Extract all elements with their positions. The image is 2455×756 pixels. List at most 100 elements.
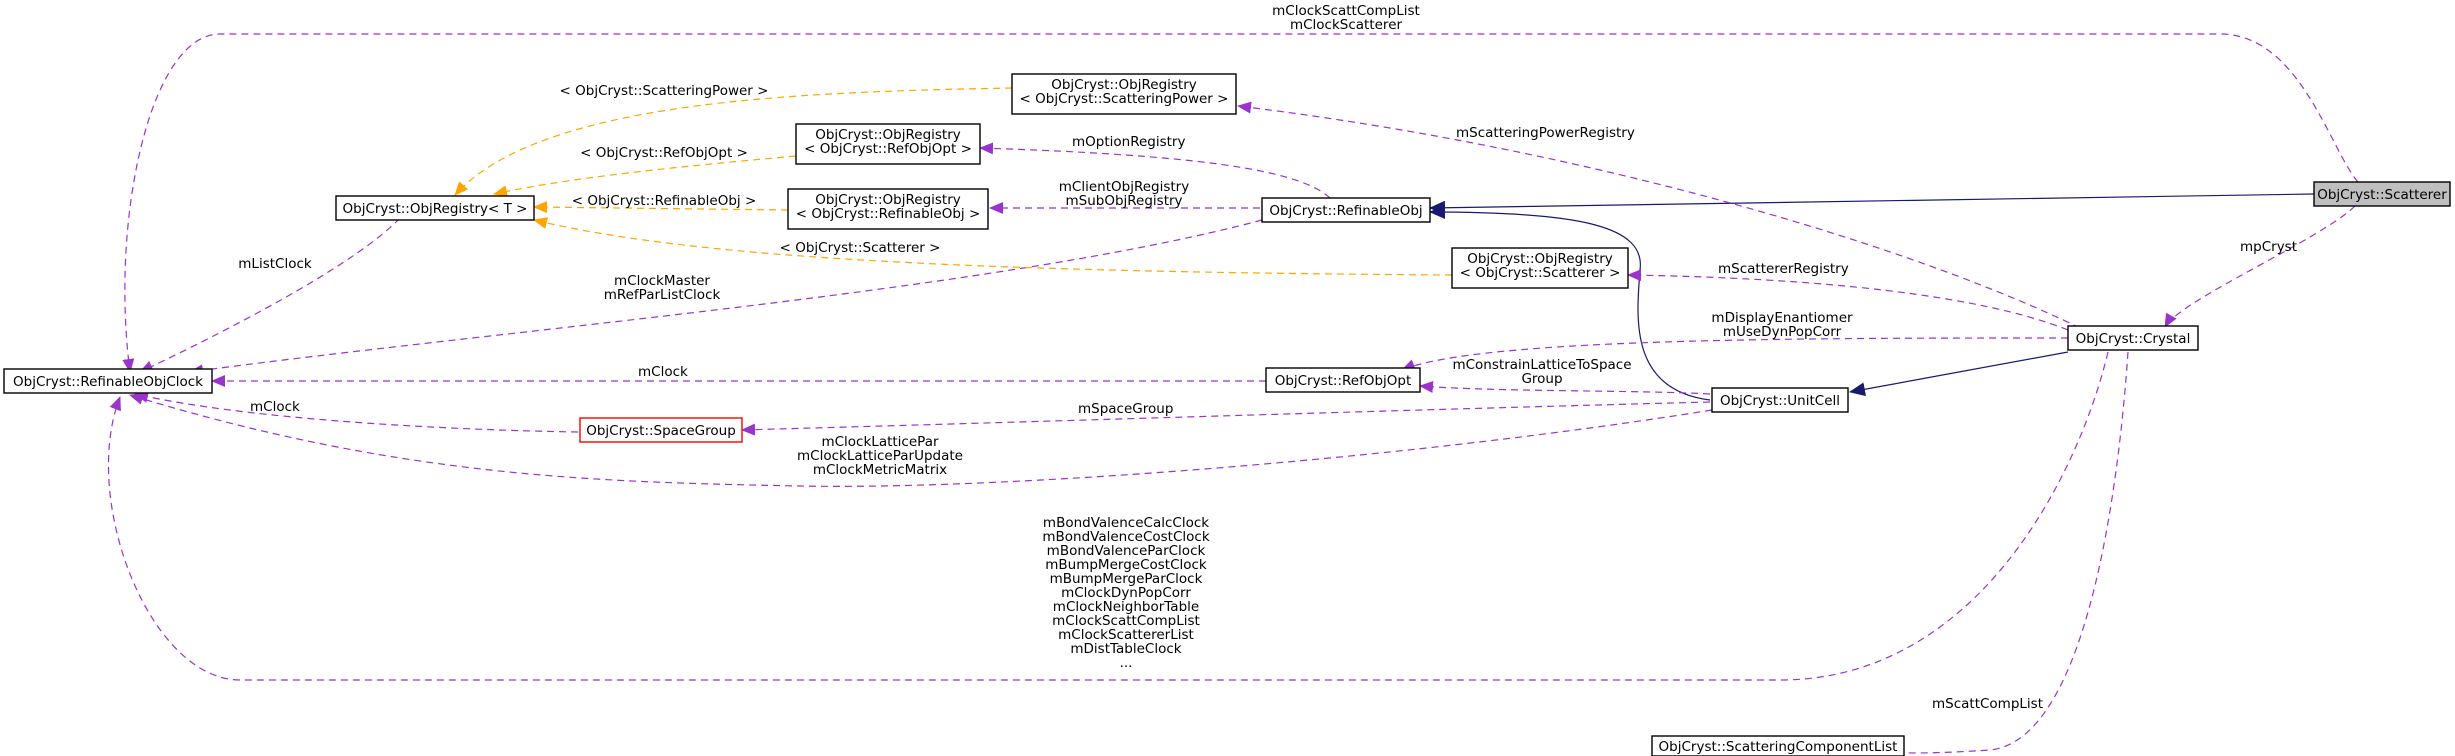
label-space-group-edge: mSpaceGroup [1078,401,1173,417]
bond_valence-line: mBumpMergeCostClock [1045,557,1207,573]
client_obj_registry-line: mClientObjRegistry [1059,179,1189,195]
bond_valence-line: mClockScattererList [1058,627,1194,643]
scattering_power_registry-line: mScatteringPowerRegistry [1456,125,1635,141]
clock_master-line: mClockMaster [614,273,710,289]
node-ref-obj-opt-label: ObjCryst::RefObjOpt [1275,373,1412,389]
label-sg-clock: mClock [250,399,300,415]
node-reg-ref-obj-opt-label: ObjCryst::ObjRegistry< ObjCryst::RefObjO… [804,127,972,157]
node-obj-registry-t[interactable]: ObjCryst::ObjRegistry< T > [335,195,535,221]
display_enantiomer-line: mUseDynPopCorr [1723,324,1842,340]
label-option-registry: mOptionRegistry [1072,134,1185,150]
node-refinable-obj[interactable]: ObjCryst::RefinableObj [1261,197,1431,223]
node-scattering-component-list[interactable]: ObjCryst::ScatteringComponentList [1651,735,1905,756]
edge-tmpl-ref-obj-opt [493,155,797,198]
label-scattering-power-registry: mScatteringPowerRegistry [1456,125,1635,141]
edge-clock-scatt [122,33,2359,373]
reg_scatterer-line: < ObjCryst::Scatterer > [1460,265,1621,281]
constrain_lattice-line: Group [1521,371,1562,387]
node-scatterer-label: ObjCryst::Scatterer [2317,187,2447,203]
edge-space-group [741,401,1711,436]
tmpl_refinable_obj-line: < ObjCryst::RefinableObj > [572,193,757,209]
sg_clock-line: mClock [250,399,300,415]
reg_refinable_obj-line: ObjCryst::ObjRegistry [815,192,961,208]
reg_ref_obj_opt-line: < ObjCryst::RefObjOpt > [804,141,972,157]
clock_master-line: mRefParListClock [604,287,721,303]
node-unit-cell[interactable]: ObjCryst::UnitCell [1711,387,1849,413]
node-reg-scatterer-label: ObjCryst::ObjRegistry< ObjCryst::Scatter… [1460,251,1621,281]
node-reg-refinable-obj-label: ObjCryst::ObjRegistry< ObjCryst::Refinab… [796,192,981,222]
m_clock-line: mClock [638,364,688,380]
bond_valence-line: mBumpMergeParClock [1050,571,1203,587]
label-scatt-comp-list: mScattCompList [1932,696,2043,712]
reg_scattering_power-line: ObjCryst::ObjRegistry [1051,77,1197,93]
node-reg-scattering-power-label: ObjCryst::ObjRegistry< ObjCryst::Scatter… [1020,77,1229,107]
clock_lattice-line: mClockMetricMatrix [813,462,947,478]
node-reg-refinable-obj[interactable]: ObjCryst::ObjRegistry< ObjCryst::Refinab… [787,188,989,230]
label-m-clock: mClock [638,364,688,380]
tmpl_ref_obj_opt-line: < ObjCryst::RefObjOpt > [580,145,748,161]
edge-scattering-power-registry [1237,101,2081,329]
tmpl_scatterer-line: < ObjCryst::Scatterer > [780,240,941,256]
label-list-clock: mListClock [238,256,312,272]
bond_valence-line: mBondValenceParClock [1047,543,1206,559]
node-space-group[interactable]: ObjCryst::SpaceGroup [579,417,743,443]
bond_valence-line: mBondValenceCostClock [1042,529,1209,545]
option_registry-line: mOptionRegistry [1072,134,1185,150]
edge-clock-master [189,219,1263,377]
reg_refinable_obj-line: < ObjCryst::RefinableObj > [796,206,981,222]
edge-option-registry [979,142,1331,199]
edge-tmpl-refinable-obj [533,201,789,214]
display_enantiomer-line: mDisplayEnantiomer [1711,310,1853,326]
clock_lattice-line: mClockLatticeParUpdate [797,448,963,464]
node-refinable-obj-label: ObjCryst::RefinableObj [1269,203,1422,219]
tmpl_scattering_power-line: < ObjCryst::ScatteringPower > [560,83,769,99]
node-crystal[interactable]: ObjCryst::Crystal [2067,325,2199,351]
node-reg-scatterer[interactable]: ObjCryst::ObjRegistry< ObjCryst::Scatter… [1451,247,1629,289]
edge-tmpl-scattering-power [454,87,1013,196]
node-ref-obj-opt[interactable]: ObjCryst::RefObjOpt [1265,367,1421,393]
node-refinable-obj-clock-label: ObjCryst::RefinableObjClock [13,374,203,390]
edge-crystal-inherits-unitcell [1849,351,2069,397]
bond_valence-line: mDistTableClock [1070,641,1181,657]
node-crystal-label: ObjCryst::Crystal [2076,331,2191,347]
node-reg-scattering-power[interactable]: ObjCryst::ObjRegistry< ObjCryst::Scatter… [1011,73,1237,115]
edges [107,33,2359,755]
node-reg-ref-obj-opt[interactable]: ObjCryst::ObjRegistry< ObjCryst::RefObjO… [795,123,981,165]
bond_valence-line: mClockScattCompList [1052,613,1200,629]
scatterer_registry-line: mScattererRegistry [1718,261,1849,277]
label-scatterer-registry: mScattererRegistry [1718,261,1849,277]
list_clock-line: mListClock [238,256,312,272]
label-tmpl-scatterer: < ObjCryst::Scatterer > [780,240,941,256]
space_group_edge-line: mSpaceGroup [1078,401,1173,417]
label-tmpl-refinable-obj: < ObjCryst::RefinableObj > [572,193,757,209]
edge-tmpl-scatterer [533,217,1453,276]
nodes: ObjCryst::Scatterer ObjCryst::RefinableO… [3,73,2451,756]
bond_valence-line: mClockNeighborTable [1053,599,1199,615]
node-scattering-component-list-label: ObjCryst::ScatteringComponentList [1659,739,1898,755]
clock_scatt-line: mClockScattCompList [1272,3,1420,19]
edge-scatterer-registry [1627,269,2069,331]
bond_valence-line: mBondValenceCalcClock [1043,515,1209,531]
node-scatterer[interactable]: ObjCryst::Scatterer [2313,181,2451,207]
scatt_comp_list-line: mScattCompList [1932,696,2043,712]
node-obj-registry-t-label: ObjCryst::ObjRegistry< T > [343,201,528,217]
reg_scatterer-line: ObjCryst::ObjRegistry [1467,251,1613,267]
clock_scatt-line: mClockScatterer [1290,17,1403,33]
edge-scatterer-inherits-refinableobj [1429,193,2315,215]
node-space-group-label: ObjCryst::SpaceGroup [586,423,736,439]
mp_cryst-line: mpCryst [2240,239,2297,255]
edge-clock-lattice [129,393,1713,487]
edge-list-clock [139,217,401,373]
node-refinable-obj-clock[interactable]: ObjCryst::RefinableObjClock [3,368,213,394]
node-unit-cell-label: ObjCryst::UnitCell [1720,393,1840,409]
edge-mp-cryst [2164,205,2356,328]
edge-scatt-comp-list [1829,351,2129,755]
clock_lattice-line: mClockLatticePar [821,434,938,450]
